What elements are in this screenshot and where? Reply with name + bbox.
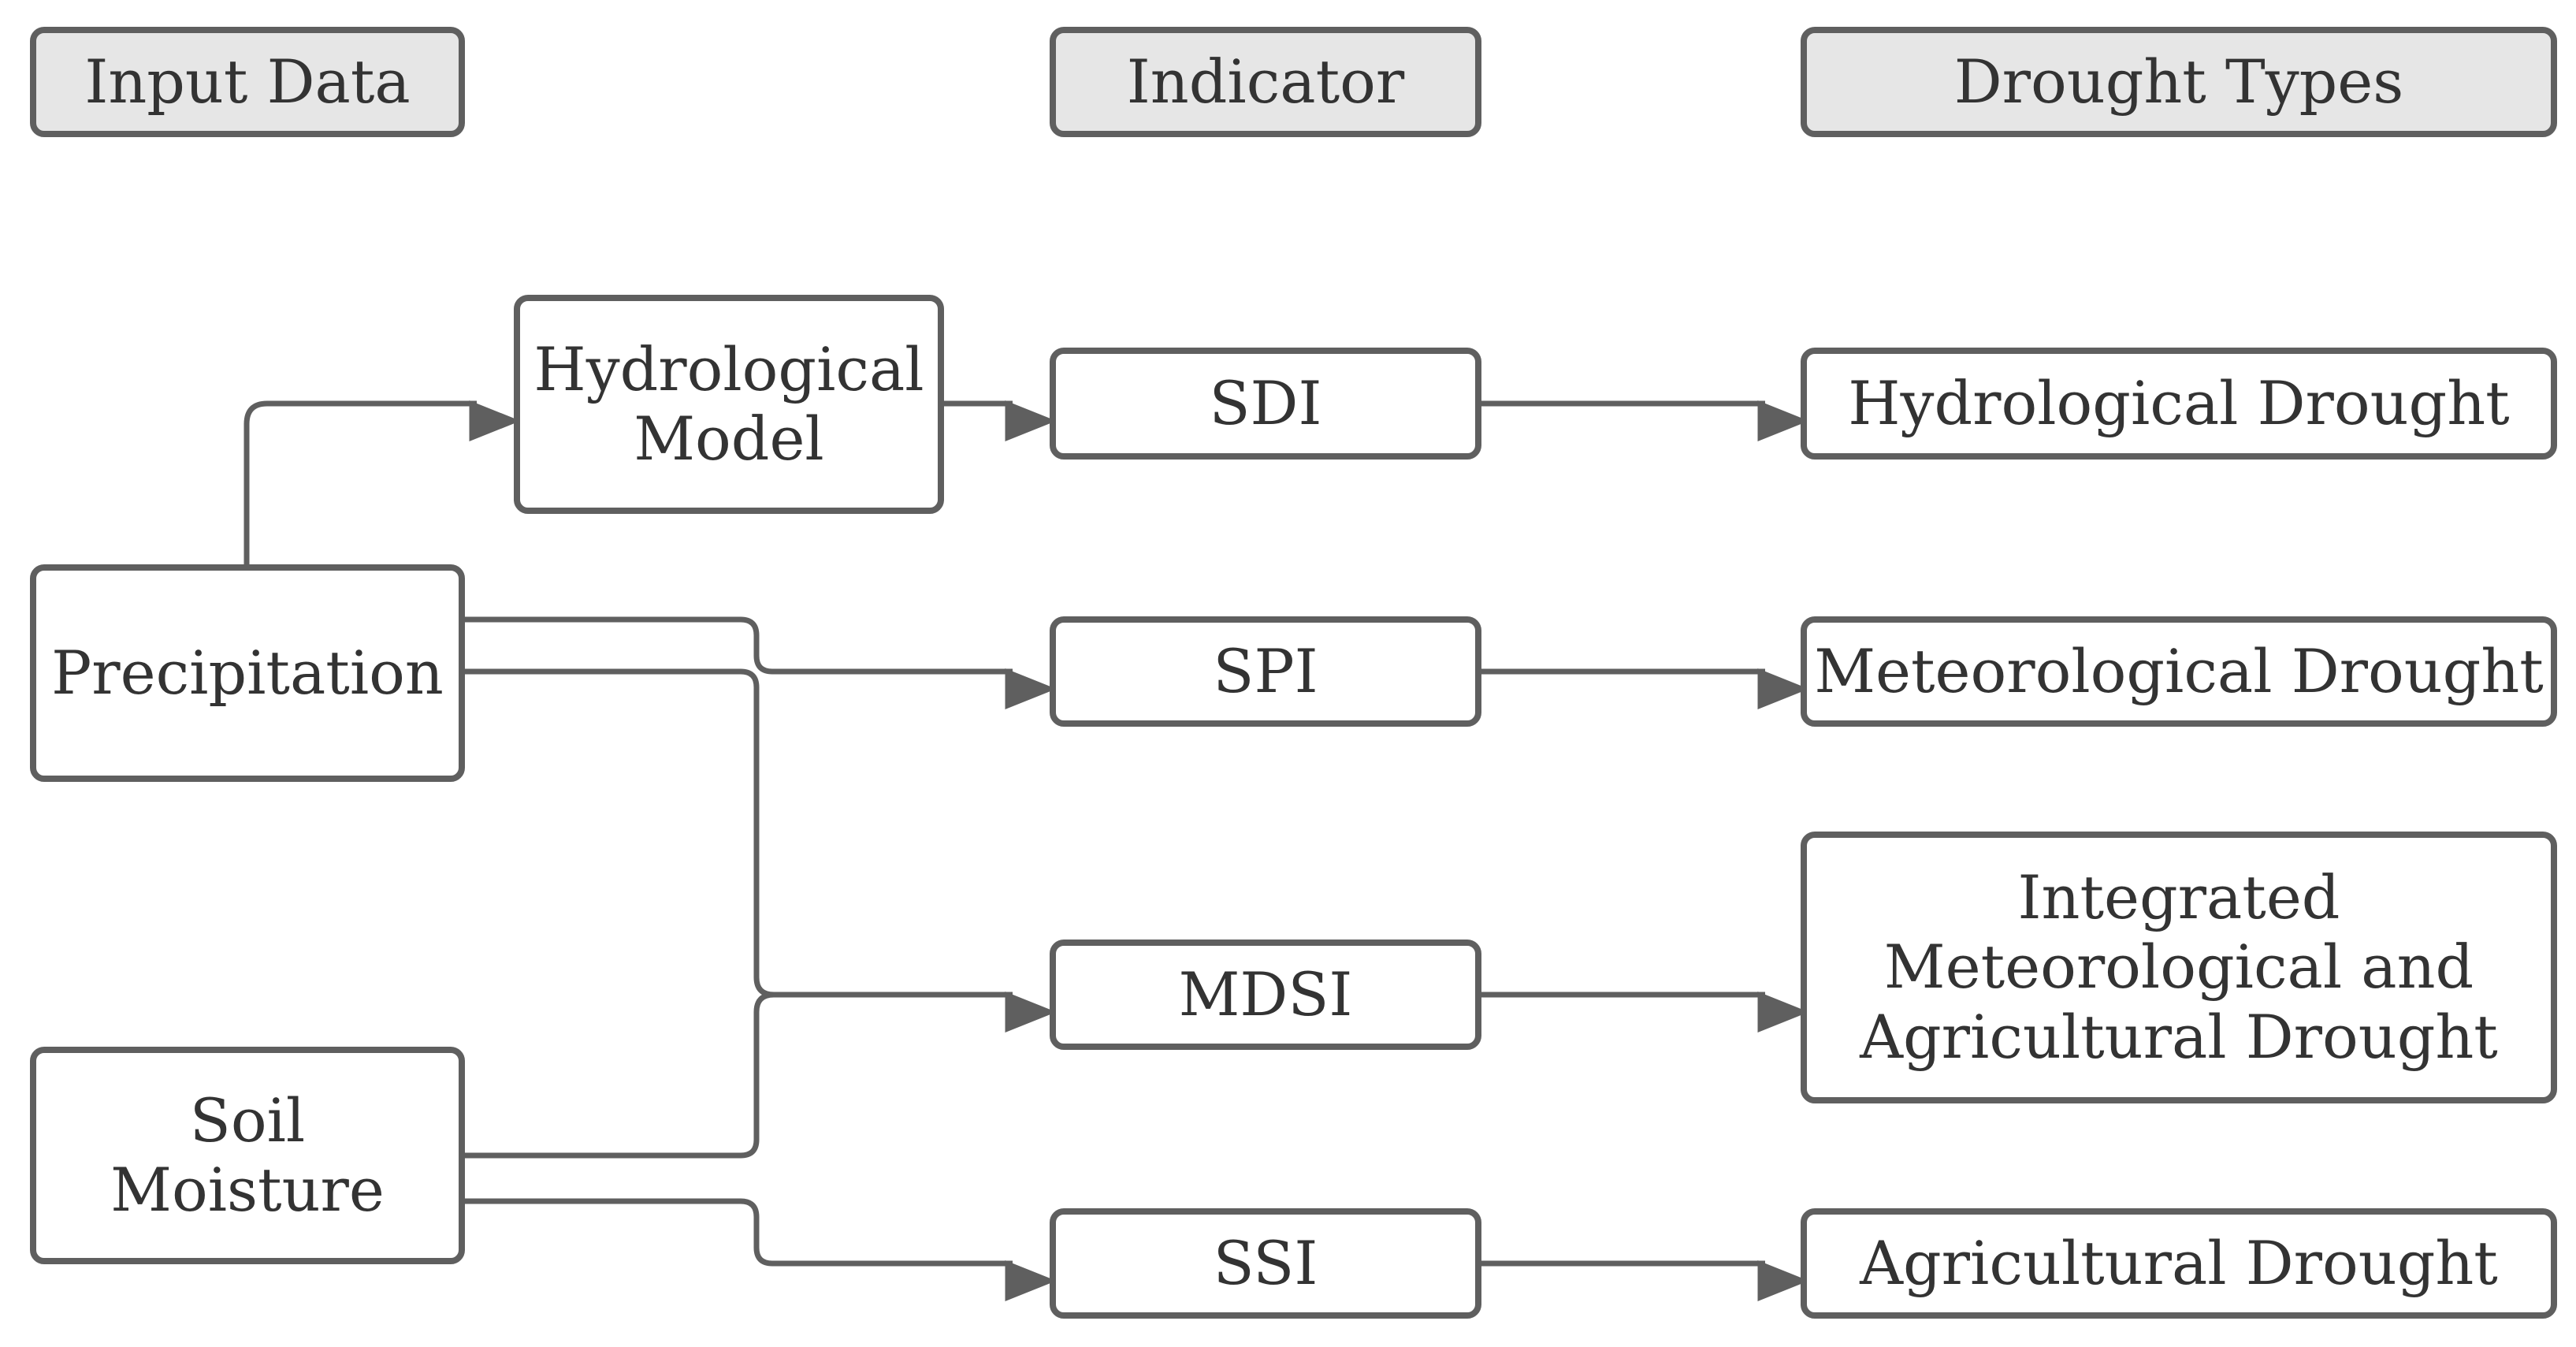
- drought-integrated: Integrated Meteorological and Agricultur…: [1801, 832, 2557, 1103]
- drought-meteorological-label: Meteorological Drought: [1814, 635, 2544, 706]
- input-precipitation: Precipitation: [30, 564, 465, 782]
- header-drought-types-label: Drought Types: [1953, 46, 2404, 117]
- indicator-spi: SPI: [1050, 616, 1481, 727]
- connector-precipitation-to-model: [243, 400, 521, 564]
- indicator-ssi-label: SSI: [1213, 1227, 1318, 1298]
- indicator-ssi: SSI: [1050, 1208, 1481, 1319]
- drought-integrated-label: Integrated Meteorological and Agricultur…: [1860, 862, 2498, 1072]
- indicator-sdi: SDI: [1050, 348, 1481, 460]
- drought-hydrological: Hydrological Drought: [1801, 348, 2557, 460]
- connector-soil-moisture-to-ssi: [465, 1198, 1057, 1301]
- input-soil-moisture-label: Soil Moisture: [110, 1085, 385, 1225]
- input-soil-moisture: Soil Moisture: [30, 1047, 465, 1264]
- indicator-sdi-label: SDI: [1209, 367, 1322, 438]
- connector-soil-moisture-to-mdsi: [465, 992, 775, 1159]
- input-precipitation-label: Precipitation: [51, 637, 444, 708]
- header-indicator: Indicator: [1050, 27, 1481, 137]
- indicator-spi-label: SPI: [1213, 635, 1318, 706]
- drought-agricultural: Agricultural Drought: [1801, 1208, 2557, 1319]
- header-indicator-label: Indicator: [1126, 46, 1405, 117]
- connector-precipitation-to-spi: [465, 616, 1057, 709]
- drought-meteorological: Meteorological Drought: [1801, 616, 2557, 727]
- indicator-mdsi-label: MDSI: [1178, 958, 1353, 1029]
- hydrological-model: Hydrological Model: [514, 295, 944, 514]
- indicator-mdsi: MDSI: [1050, 940, 1481, 1050]
- drought-agricultural-label: Agricultural Drought: [1860, 1227, 2498, 1298]
- hydrological-model-label: Hydrological Model: [533, 333, 924, 474]
- header-drought-types: Drought Types: [1801, 27, 2557, 137]
- header-input-data: Input Data: [30, 27, 465, 137]
- drought-hydrological-label: Hydrological Drought: [1848, 367, 2510, 438]
- header-input-data-label: Input Data: [84, 46, 411, 117]
- connector-precipitation-to-mdsi: [465, 668, 1057, 1033]
